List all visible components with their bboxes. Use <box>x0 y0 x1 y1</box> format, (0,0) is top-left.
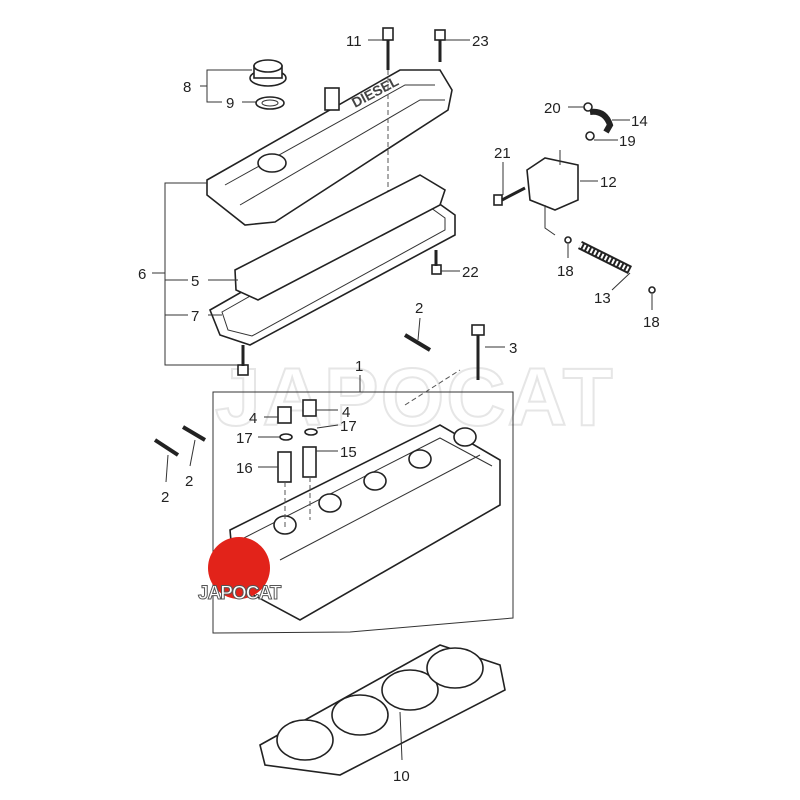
hose-14 <box>589 108 614 134</box>
callout-5: 5 <box>191 273 199 290</box>
valve-cover-gasket <box>208 174 456 346</box>
bolt-6 <box>237 345 249 376</box>
callout-6: 6 <box>138 266 146 283</box>
guide-15 <box>302 446 317 478</box>
clamp-20 <box>583 102 593 112</box>
callout-18a: 18 <box>557 263 574 280</box>
callout-10: 10 <box>393 768 410 785</box>
callout-2c: 2 <box>161 489 169 506</box>
oring-17a <box>279 433 293 441</box>
oring-17b <box>304 428 318 436</box>
callout-22: 22 <box>462 264 479 281</box>
callout-4b: 4 <box>342 404 350 421</box>
callout-3: 3 <box>509 340 517 357</box>
cam-journal <box>363 471 387 491</box>
guide-16 <box>277 451 292 483</box>
clamp-19 <box>585 131 595 141</box>
clamp-18b <box>648 286 656 294</box>
callout-12: 12 <box>600 174 617 191</box>
seal-4a <box>277 406 292 424</box>
callout-15: 15 <box>340 444 357 461</box>
head-gasket-10 <box>259 644 506 776</box>
callout-2b: 2 <box>185 473 193 490</box>
callout-18b: 18 <box>643 314 660 331</box>
callout-14: 14 <box>631 113 648 130</box>
dowel-2c <box>153 438 180 457</box>
hose-13 <box>577 240 633 275</box>
dowel-2b <box>181 425 207 442</box>
bolt-23 <box>434 29 446 62</box>
callout-2a: 2 <box>415 300 423 317</box>
callout-7: 7 <box>191 308 199 325</box>
logo-text: JAPOCAT <box>197 583 281 605</box>
callout-labels: 11 23 8 9 20 14 19 21 12 18 13 18 6 5 7 … <box>138 33 660 785</box>
bolt-11 <box>382 27 394 70</box>
cam-journal <box>408 449 432 469</box>
bolt-22 <box>431 250 442 275</box>
watermark: JAPOCAT <box>215 352 615 443</box>
bolt-21 <box>493 186 526 206</box>
cap-seal <box>255 96 285 110</box>
cam-journal <box>453 427 477 447</box>
callout-17a: 17 <box>236 430 253 447</box>
logo-sun <box>208 537 270 599</box>
callout-13: 13 <box>594 290 611 307</box>
oil-filler-cap <box>249 59 287 87</box>
callout-9: 9 <box>226 95 234 112</box>
cam-journal <box>318 493 342 513</box>
callout-21: 21 <box>494 145 511 162</box>
callout-1: 1 <box>355 358 363 375</box>
callout-19: 19 <box>619 133 636 150</box>
callout-8: 8 <box>183 79 191 96</box>
pcv-separator-12 <box>526 150 579 236</box>
clamp-18a <box>564 236 572 244</box>
callout-23: 23 <box>472 33 489 50</box>
callout-20: 20 <box>544 100 561 117</box>
callout-4a: 4 <box>249 410 257 427</box>
leader-lines <box>152 39 653 761</box>
callout-17b: 17 <box>340 418 357 435</box>
bolt-3 <box>471 324 485 380</box>
callout-16: 16 <box>236 460 253 477</box>
seal-4b <box>302 399 317 417</box>
japocat-logo: JAPOCAT <box>197 535 288 610</box>
stud-2a <box>403 333 432 352</box>
head-group-box <box>212 391 514 634</box>
callout-11: 11 <box>346 33 362 50</box>
